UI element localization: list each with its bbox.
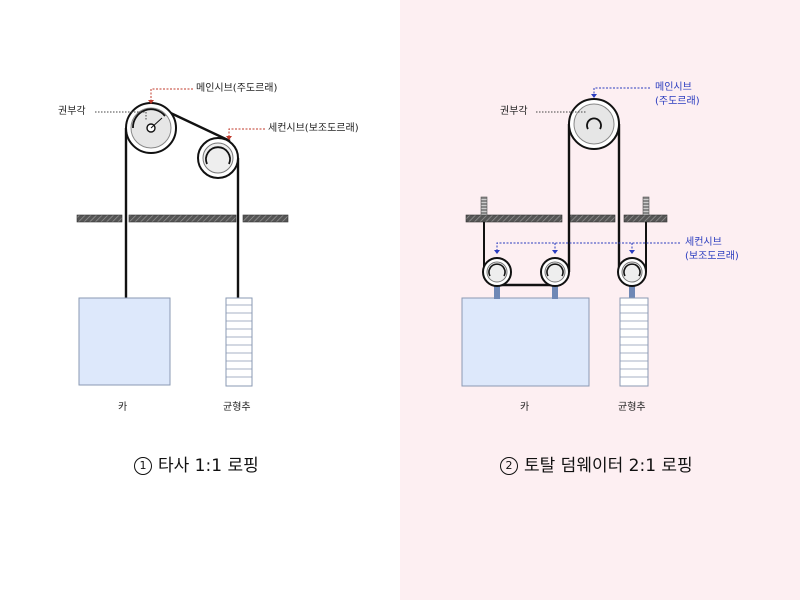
right-car — [461, 297, 590, 387]
right-main-sheave-leader — [593, 87, 650, 95]
right-car-sheave-right-inner — [544, 261, 566, 283]
right-car-sheave-right-groove — [546, 263, 564, 277]
left-counterweight-plates — [226, 304, 252, 378]
right-secondary-arrowhead-2 — [552, 250, 558, 254]
left-beam-segment-2 — [128, 214, 237, 223]
left-beam-segment-1 — [76, 214, 123, 223]
right-spring-right — [642, 196, 650, 216]
left-main-sheave-leader — [150, 88, 193, 101]
left-wrap-angle-leader — [95, 111, 147, 120]
right-secondary-sheave-label-line1: 세컨시브 — [685, 237, 722, 248]
right-secondary-arrowhead-1 — [494, 250, 500, 254]
left-secondary-sheave-leader — [228, 128, 265, 137]
right-counterweight-plates — [620, 304, 648, 378]
right-counterweight — [619, 297, 649, 387]
left-car — [78, 297, 171, 386]
left-beam-segment-3 — [242, 214, 289, 223]
right-spring-left — [480, 196, 488, 216]
right-main-sheave-inner — [573, 103, 615, 145]
right-counterweight-label: 균형추 — [618, 402, 646, 413]
left-car-label: 카 — [118, 402, 128, 413]
right-main-sheave-label-line2: (주도르래) — [655, 96, 700, 107]
right-beam-segment-2 — [569, 214, 616, 223]
right-car-sheave-left-inner — [486, 261, 508, 283]
right-main-sheave-label-line1: 메인시브 — [655, 82, 692, 93]
right-caption: 2 토탈 덤웨이터 2:1 로핑 — [500, 456, 693, 476]
left-caption: 1 타사 1:1 로핑 — [134, 456, 259, 476]
left-main-sheave-label: 메인시브(주도르래) — [196, 83, 278, 94]
right-secondary-sheave-leader — [496, 242, 680, 251]
left-counterweight-label: 균형추 — [223, 402, 251, 413]
right-main-sheave-groove — [586, 117, 602, 130]
right-secondary-arrowhead-3 — [629, 250, 635, 254]
left-caption-text: 타사 1:1 로핑 — [158, 456, 259, 476]
right-beam-segment-3 — [623, 214, 668, 223]
left-wrap-angle-arc — [132, 108, 166, 129]
left-main-sheave-arrowhead — [148, 100, 154, 104]
right-main-sheave-arrowhead — [591, 94, 597, 98]
left-counterweight — [225, 297, 253, 387]
right-caption-text: 토탈 덤웨이터 2:1 로핑 — [524, 456, 693, 476]
right-caption-number: 2 — [500, 457, 518, 475]
left-secondary-sheave-label: 세컨시브(보조도르래) — [268, 123, 359, 134]
left-secondary-sheave-groove — [205, 146, 231, 165]
right-cw-sheave-inner — [621, 261, 643, 283]
right-beam-segment-1 — [465, 214, 563, 223]
left-panel — [0, 0, 400, 600]
right-car-label: 카 — [520, 402, 530, 413]
right-diagram — [461, 87, 680, 387]
left-diagram — [76, 88, 289, 387]
left-wrap-angle-pointer — [150, 117, 163, 129]
left-caption-number: 1 — [134, 457, 152, 475]
left-wrap-angle-label: 권부각 — [58, 106, 86, 117]
right-cw-sheave-groove — [623, 263, 641, 277]
right-car-sheave-left-groove — [488, 263, 506, 277]
left-secondary-sheave-arrowhead — [226, 136, 232, 140]
right-secondary-sheave-label-line2: (보조도르래) — [685, 251, 739, 262]
right-wrap-angle-label: 권부각 — [500, 106, 528, 117]
